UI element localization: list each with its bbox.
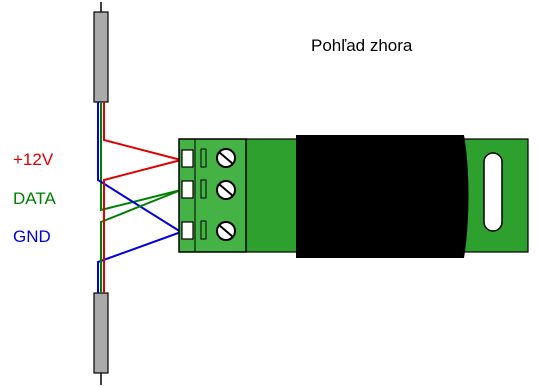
cable-top xyxy=(93,2,109,103)
wire-red-top xyxy=(103,102,182,161)
pin-label-data: DATA xyxy=(13,189,56,208)
lever-3 xyxy=(200,220,207,240)
board-slot xyxy=(483,152,503,232)
lever-1 xyxy=(200,148,207,168)
cable-bottom xyxy=(93,292,109,385)
wire-slot-1 xyxy=(181,149,194,168)
screw-icon xyxy=(216,148,236,168)
black-body-cap xyxy=(296,135,469,258)
wire-green-top xyxy=(100,102,182,212)
wire-red-bottom xyxy=(103,159,182,293)
wire-blue-top xyxy=(97,102,182,233)
wire-slot-2 xyxy=(181,180,194,199)
cable-sheath xyxy=(93,11,109,103)
pin-label-12v: +12V xyxy=(13,150,54,169)
screw-icon xyxy=(216,221,236,241)
wire-slot-3 xyxy=(181,221,194,240)
wire-green-bottom xyxy=(100,189,182,293)
terminal-block xyxy=(178,138,247,253)
lever-2 xyxy=(200,179,207,199)
cable-sheath xyxy=(93,292,109,374)
wire-blue-bottom xyxy=(97,231,182,293)
screw-icon xyxy=(216,180,236,200)
wires xyxy=(97,102,182,293)
view-title: Pohľad zhora xyxy=(311,36,413,55)
pin-label-gnd: GND xyxy=(13,227,51,246)
